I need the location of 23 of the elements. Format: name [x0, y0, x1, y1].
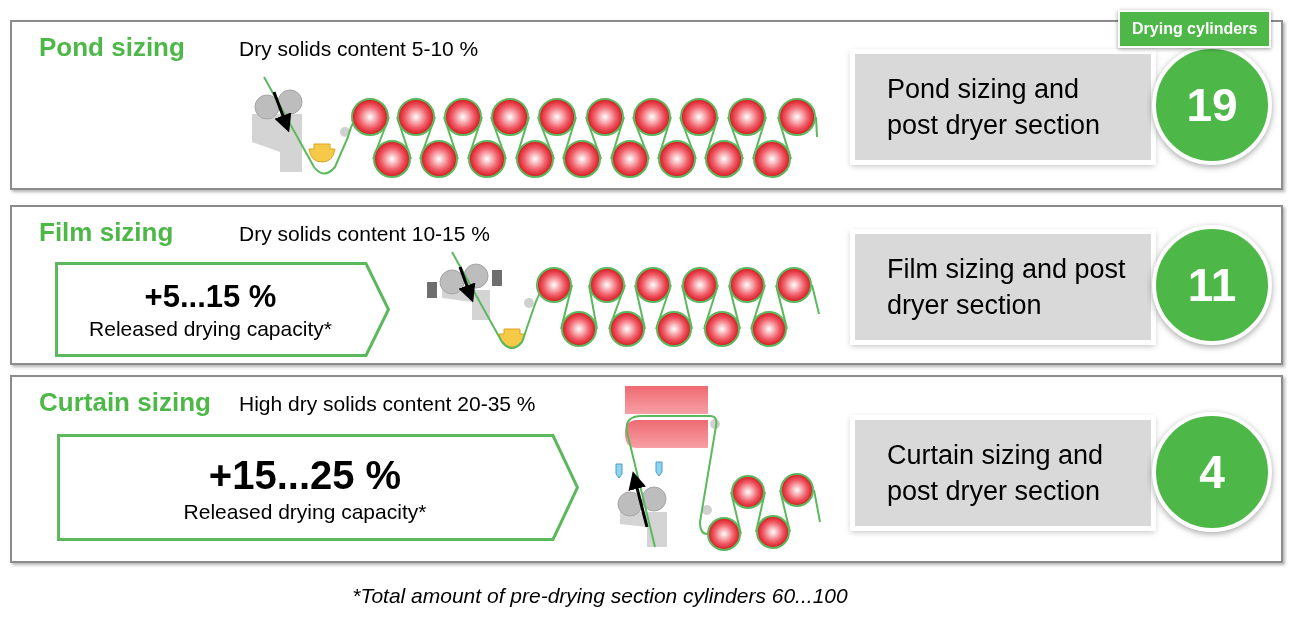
section-label: Film sizing and post dryer section	[887, 253, 1127, 322]
capacity-value: +5...15 %	[144, 277, 277, 316]
cylinder-count: 19	[1186, 77, 1238, 133]
capacity-note: Released drying capacity*	[183, 498, 427, 525]
capacity-value: +15...25 %	[208, 451, 402, 499]
footnote-caption: *Total amount of pre-drying section cylinders 60...100	[351, 583, 849, 609]
solids-content-text: High dry solids content 20-35 %	[239, 391, 536, 417]
sizing-panel	[10, 375, 1283, 563]
panel-title: Pond sizing	[39, 32, 185, 62]
capacity-chevron	[55, 262, 390, 357]
panel-title: Curtain sizing	[39, 387, 211, 417]
panel-title: Film sizing	[39, 217, 174, 247]
solids-content-text: Dry solids content 10-15 %	[239, 221, 490, 247]
cylinder-count: 11	[1187, 257, 1237, 313]
drying-cylinders-tag: Drying cylinders	[1118, 10, 1272, 48]
sizing-panel	[10, 205, 1283, 365]
section-label: Pond sizing and post dryer section	[887, 73, 1102, 142]
capacity-chevron	[57, 434, 579, 541]
section-label: Curtain sizing and post dryer section	[887, 439, 1105, 508]
capacity-note: Released drying capacity*	[89, 315, 332, 342]
solids-content-text: Dry solids content 5-10 %	[239, 36, 479, 62]
sizing-panel	[10, 20, 1283, 190]
cylinder-count: 4	[1199, 444, 1225, 500]
